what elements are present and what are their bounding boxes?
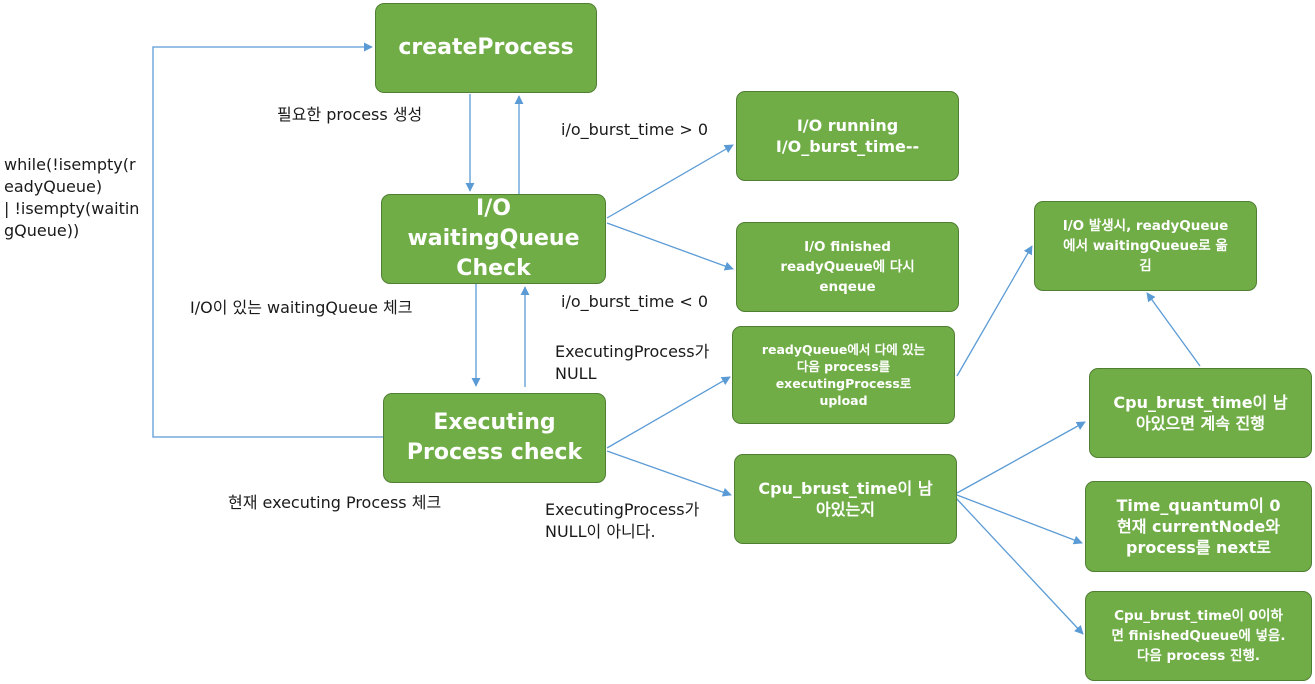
arrow-continue-to-io-move xyxy=(1146,292,1201,367)
arrow-cpu-to-continue xyxy=(956,421,1086,494)
io-running-box: I/O running I/O_burst_time-- xyxy=(736,91,959,181)
arrow-waiting-to-io-finished xyxy=(606,222,734,271)
arrow-cpu-to-finished xyxy=(954,496,1084,635)
arrow-exec-to-cpu xyxy=(606,450,732,497)
arrow-cpu-to-quantum xyxy=(956,494,1083,545)
arrow-waiting-to-io-running xyxy=(606,144,734,219)
label-io-check: I/O이 있는 waitingQueue 체크 xyxy=(190,298,413,317)
label-io-burst-lt: i/o_burst_time < 0 xyxy=(561,292,709,311)
finished-queue-box: Cpu_brust_time이 0이하 면 finishedQueue에 넣음.… xyxy=(1085,591,1312,681)
label-create-needed: 필요한 process 생성 xyxy=(277,105,423,124)
label-exec-not-null: ExecutingProcess가 NULL이 아니다. xyxy=(545,500,700,541)
upload-next-process-box: readyQueue에서 다에 있는 다음 process를 executing… xyxy=(732,326,955,424)
label-io-burst-gt: i/o_burst_time > 0 xyxy=(561,120,709,139)
arrow-exec-to-upload xyxy=(606,376,731,449)
label-exec-null: ExecutingProcess가 NULL xyxy=(555,342,710,383)
cpu-time-remaining-box: Cpu_brust_time이 남 아있는지 xyxy=(734,454,957,544)
create-process-box: createProcess xyxy=(375,3,597,93)
time-quantum-box: Time_quantum이 0 현재 currentNode와 process를… xyxy=(1085,481,1312,572)
io-finished-box: I/O finished readyQueue에 다시 enqeue xyxy=(736,222,959,312)
arrow-loop-back xyxy=(152,42,384,438)
io-move-box: I/O 발생시, readyQueue 에서 waitingQueue로 옮 김 xyxy=(1034,201,1257,291)
arrow-upload-to-io-move xyxy=(956,245,1033,377)
executing-process-check-box: Executing Process check xyxy=(383,393,606,483)
label-loop-condition: while(!isempty(r eadyQueue) | !isempty(w… xyxy=(4,155,140,240)
waiting-queue-check-box: I/O waitingQueue Check xyxy=(381,194,606,284)
label-current-exec: 현재 executing Process 체크 xyxy=(228,493,442,512)
continue-running-box: Cpu_brust_time이 남 아있으면 계속 진행 xyxy=(1089,368,1312,458)
